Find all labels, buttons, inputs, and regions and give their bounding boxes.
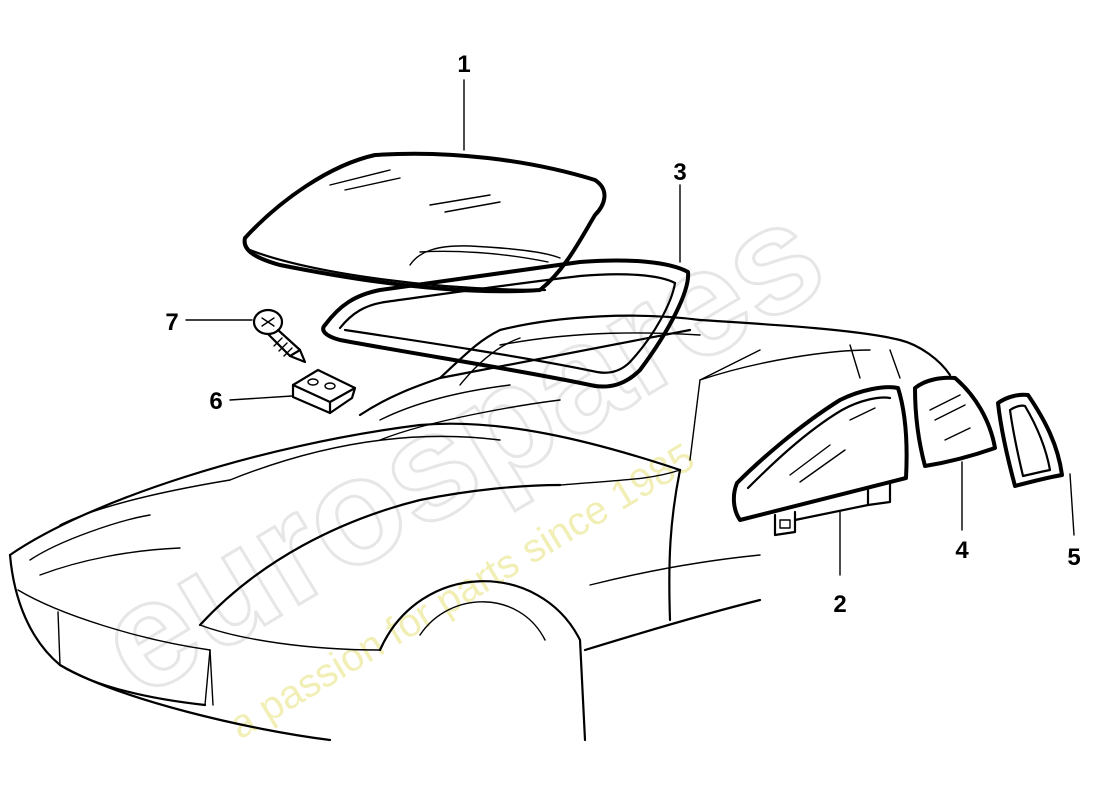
- callout-3: 3: [673, 159, 686, 186]
- part-quarter-seal: [996, 392, 1064, 488]
- part-clip: [291, 368, 357, 415]
- leader-line-6: [229, 395, 293, 401]
- watermark: eurospares a passion for parts since 198…: [68, 165, 851, 747]
- callout-1: 1: [457, 51, 470, 78]
- part-windshield-seal: [321, 258, 691, 389]
- part-windshield-glass: [242, 151, 607, 294]
- leader-lines: [185, 79, 1075, 576]
- callout-5: 5: [1067, 544, 1080, 571]
- callout-6: 6: [209, 388, 222, 415]
- leader-line-5: [1069, 473, 1075, 536]
- callout-4: 4: [955, 537, 969, 564]
- part-door-glass: [731, 385, 909, 537]
- callout-numbers: 1 2 3 4 5 6 7: [165, 51, 1080, 618]
- callout-7: 7: [165, 309, 178, 336]
- car-body-outline: [8, 314, 952, 742]
- callout-2: 2: [833, 591, 846, 618]
- part-quarter-glass: [913, 375, 997, 468]
- part-bolt: [252, 308, 307, 364]
